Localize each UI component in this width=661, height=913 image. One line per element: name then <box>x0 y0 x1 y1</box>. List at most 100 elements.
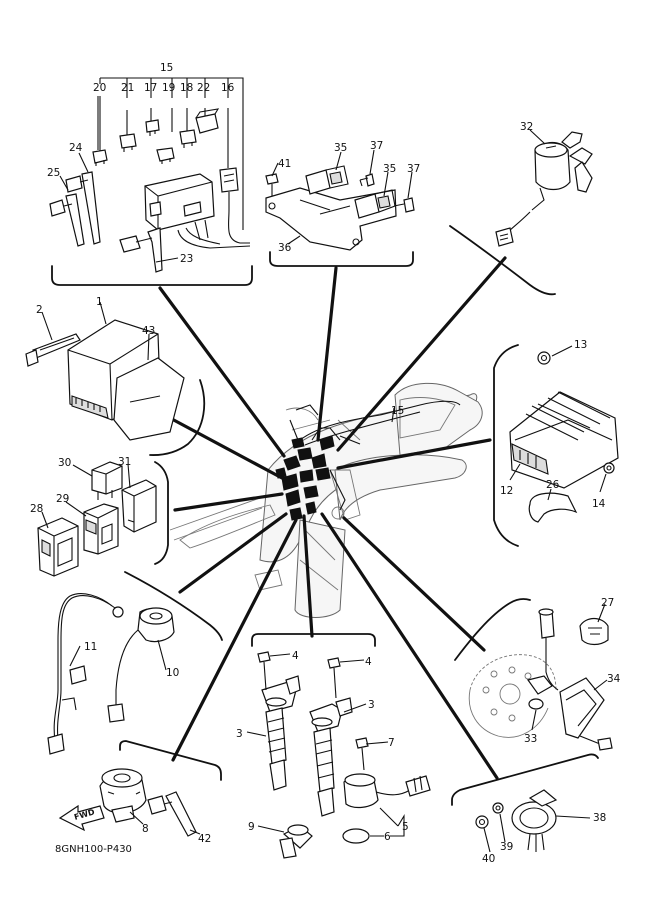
knock-sensor-10 <box>107 607 175 723</box>
callout-8: 8 <box>142 823 149 835</box>
leader-lines <box>158 256 507 780</box>
callout-33: 33 <box>524 733 537 745</box>
callout-14: 14 <box>592 498 606 510</box>
callout-4-right: 4 <box>365 656 372 668</box>
callout-39: 39 <box>500 841 513 853</box>
callout-42: 42 <box>198 833 211 845</box>
main-harness-connectors <box>275 400 461 521</box>
fuse-box-16 <box>219 167 250 244</box>
callout-leaders <box>41 96 608 853</box>
ecu-cover-43 <box>113 357 185 441</box>
callout-15-top: 15 <box>160 62 173 74</box>
washer-14 <box>603 462 615 474</box>
relay-bracket-assembly <box>265 165 415 251</box>
fuse-18 <box>179 129 197 148</box>
cable-clamp-23 <box>119 227 163 273</box>
callout-3-right: 3 <box>368 699 375 711</box>
o-ring-6 <box>342 828 370 844</box>
clamp-26 <box>528 492 578 523</box>
rectifier-assembly <box>509 351 619 523</box>
bolt-37-lower <box>393 197 415 213</box>
callout-11: 11 <box>84 641 97 653</box>
callout-37-lower: 37 <box>407 163 420 175</box>
nut-40 <box>475 815 489 829</box>
callout-9: 9 <box>248 821 255 833</box>
relay-31 <box>121 479 157 533</box>
callout-5: 5 <box>402 821 409 833</box>
ignition-coil-left <box>261 675 301 791</box>
callout-23: 23 <box>180 253 193 265</box>
sensor-9 <box>279 824 313 859</box>
sensor-5 <box>343 773 431 809</box>
callout-6: 6 <box>384 831 391 843</box>
callout-12: 12 <box>500 485 513 497</box>
pickup-coil-assembly <box>468 608 613 751</box>
callout-2: 2 <box>36 304 43 316</box>
rotor-disc <box>468 654 557 738</box>
bracket-fuse-group <box>51 265 253 286</box>
callout-1: 1 <box>96 296 103 308</box>
ecu-connector-2 <box>25 333 81 367</box>
callout-20: 20 <box>93 82 106 94</box>
bracket-ecu-group <box>149 379 206 456</box>
fwd-arrow: FWD <box>58 804 105 832</box>
bracket-relays-group <box>154 461 169 565</box>
sensor-8 <box>99 768 147 823</box>
relay-30 <box>91 461 123 500</box>
main-switch-assembly <box>495 131 593 247</box>
ecu-assembly <box>25 319 185 441</box>
fuse-19 <box>156 147 175 164</box>
bolt-37-upper <box>359 173 375 187</box>
rectifier-regulator-12 <box>509 391 619 489</box>
callout-10: 10 <box>166 667 179 679</box>
callout-21: 21 <box>121 82 134 94</box>
callout-13: 13 <box>574 339 587 351</box>
callout-15-center: 15 <box>391 405 404 417</box>
callout-18: 18 <box>180 82 193 94</box>
meter-38 <box>511 789 558 852</box>
ignition-coils-assembly <box>257 651 431 859</box>
bracket-sensor-harness-group <box>124 571 223 641</box>
bracket-sensor-group <box>119 740 222 781</box>
connector-35-left <box>305 165 349 195</box>
callout-25: 25 <box>47 167 60 179</box>
frame-assembly <box>169 382 483 618</box>
callout-labels: 15 20 21 17 19 18 22 16 24 25 23 41 35 3… <box>30 62 621 865</box>
bracket-pickup-coil-group <box>454 598 531 661</box>
grommet-33 <box>528 698 544 710</box>
callout-43: 43 <box>142 325 155 337</box>
bracket-34 <box>559 677 613 751</box>
bracket-rectifier-group <box>493 344 519 547</box>
bolt-7 <box>355 737 369 771</box>
callout-34: 34 <box>607 673 621 685</box>
bolt-41 <box>265 173 279 196</box>
callout-17: 17 <box>144 82 157 94</box>
diagram-code: 8GNH100-P430 <box>55 844 132 855</box>
callout-35-right: 35 <box>383 163 396 175</box>
cable-clamp-24 <box>65 171 101 245</box>
sub-harness-11 <box>47 593 124 755</box>
fuse-box-assembly <box>49 77 251 273</box>
ignition-coil-right <box>309 697 353 817</box>
fuse-box-main <box>144 173 251 249</box>
callout-37-upper: 37 <box>370 140 383 152</box>
fuse-17 <box>145 119 160 136</box>
relays-assembly <box>37 461 157 577</box>
callout-3-left: 3 <box>236 728 243 740</box>
callout-36: 36 <box>278 242 292 254</box>
callout-16: 16 <box>221 82 235 94</box>
nut-13 <box>537 351 551 365</box>
cable-clamp-25 <box>49 193 85 247</box>
callout-22: 22 <box>197 82 210 94</box>
sensor-harness-assembly <box>47 593 175 755</box>
callout-19: 19 <box>162 82 175 94</box>
callout-40: 40 <box>482 853 495 865</box>
callout-28: 28 <box>30 503 43 515</box>
callout-32: 32 <box>520 121 533 133</box>
callout-7: 7 <box>388 737 395 749</box>
clip-27 <box>579 617 609 646</box>
fuse-21 <box>119 133 137 152</box>
callout-29: 29 <box>56 493 69 505</box>
fuse-22 <box>195 108 220 134</box>
